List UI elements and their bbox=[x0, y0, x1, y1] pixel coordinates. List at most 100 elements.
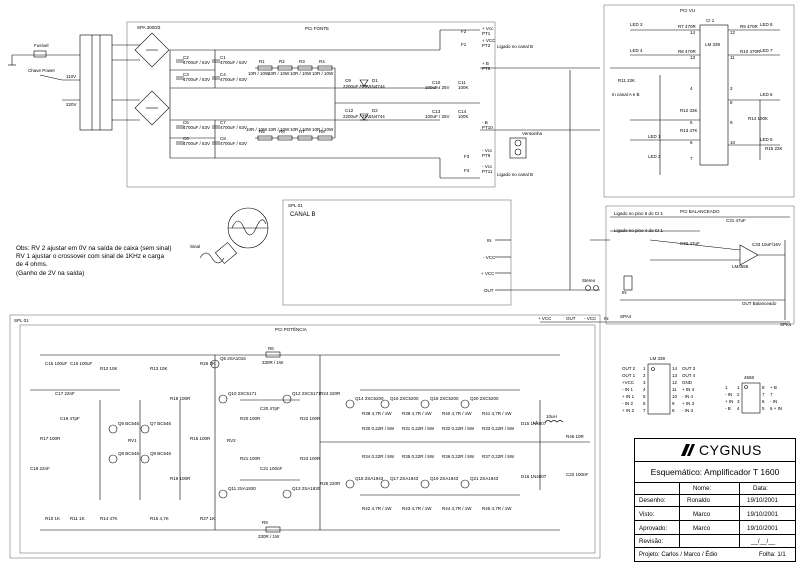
component-label: R21 100R bbox=[240, 456, 261, 461]
r1-label: R1 bbox=[259, 59, 265, 64]
lm339-right-pin-number: 11 bbox=[672, 387, 677, 392]
pa-r6-value: 330R / 1W bbox=[262, 360, 284, 365]
op4558-left-pin-number: 4 bbox=[737, 406, 740, 411]
f3-label: F3 bbox=[464, 154, 470, 159]
op4558-title: 4558 bbox=[744, 375, 755, 380]
pa-l1-value: 10uH bbox=[546, 414, 557, 419]
v110-label: 110V bbox=[66, 74, 76, 79]
op4558-right-pin-number: 6 bbox=[762, 399, 765, 404]
op4558-right-pin-label: - IN bbox=[770, 399, 777, 404]
transistor-icon bbox=[108, 424, 118, 434]
pt2-label: PT2 bbox=[482, 43, 491, 48]
spa4-label: SPA4 bbox=[620, 314, 632, 319]
ligado-canal-b-top: Ligado no canal B bbox=[497, 44, 533, 49]
c4-value: 4700uF / 63V bbox=[220, 77, 247, 82]
spl01-bottom-label: SPL 01 bbox=[14, 318, 29, 323]
balanced-in-label: IN bbox=[622, 290, 627, 295]
vu-pin-8: 8 bbox=[730, 100, 733, 105]
desenho-label: Desenho: bbox=[639, 497, 666, 504]
pa-l1: L1 bbox=[533, 420, 539, 425]
power-amp-circuit bbox=[30, 351, 590, 533]
title-block: CYGNUS Esquemático: Amplificador T 1600 … bbox=[634, 438, 796, 562]
fan-icon bbox=[509, 137, 527, 159]
component-label: C19 47pF bbox=[60, 416, 80, 421]
balanced-circuit bbox=[610, 216, 790, 320]
pci-vu-label: PCI VU bbox=[680, 8, 695, 13]
vu-led-7: LED 7 bbox=[760, 48, 773, 53]
ligado-pino6: Ligado no pino 6 do CI 1 bbox=[614, 211, 664, 216]
cygnus-logo-icon bbox=[681, 444, 695, 456]
component-label: R18 100R bbox=[170, 396, 191, 401]
c5-value: 4700uF / 63V bbox=[183, 125, 210, 130]
lm339-left-pin-number: 1 bbox=[643, 366, 646, 371]
revisao-data: __/__/__ bbox=[751, 538, 776, 545]
r8-value: 10R / 10W bbox=[312, 127, 334, 132]
vu-in-canal-ab: In canal A e B bbox=[612, 92, 640, 97]
op4558-left-pin-number: 1 bbox=[737, 385, 740, 390]
lm339-left-pin-number: 7 bbox=[643, 408, 646, 413]
component-label: R22 100R bbox=[300, 416, 321, 421]
pt9-label: PT9 bbox=[482, 153, 491, 158]
aprovado-label: Aprovado: bbox=[639, 525, 668, 532]
lm339-right-pin-label: + IN 4 bbox=[682, 387, 695, 392]
vu-r13: R13 47K bbox=[680, 128, 698, 133]
lm339-left-pin-number: 4 bbox=[643, 387, 646, 392]
vu-led-2: LED 2 bbox=[648, 154, 661, 159]
lm339-left-pin-number: 6 bbox=[643, 401, 646, 406]
r5-value: 10R / 10W bbox=[246, 127, 268, 132]
emitter-resistor-label: R30 0,22R / 5W bbox=[362, 426, 395, 431]
transistor-icon bbox=[210, 359, 220, 369]
stereo-label: Stereo bbox=[582, 278, 596, 283]
op4558-right-pin-number: 7 bbox=[762, 392, 765, 397]
c13-value: 100uF / 25V bbox=[425, 114, 450, 119]
op4558-left-pin-label: - IN bbox=[725, 392, 732, 397]
c5-label: C5 bbox=[183, 120, 189, 125]
lm339-right-pin-number: 12 bbox=[672, 380, 678, 385]
vu-r8: R8 470R bbox=[678, 49, 697, 54]
vu-led-5: LED 5 bbox=[760, 137, 773, 142]
emitter-resistor-label: R31 0,22R / 5W bbox=[402, 426, 435, 431]
c11-value: 100K bbox=[458, 85, 469, 90]
vu-pin-9: 9 bbox=[730, 120, 733, 125]
transistor-label: Q10 2SC5171 bbox=[228, 391, 257, 396]
lm339-left-pin-number: 5 bbox=[643, 394, 646, 399]
c9-value: 2200uF / 25V bbox=[343, 84, 370, 89]
component-label: R12 10K bbox=[100, 366, 118, 371]
canal-b-in: IN bbox=[487, 238, 492, 243]
out-balanceado-label: OUT Balanceado bbox=[742, 301, 777, 306]
r2-label: R2 bbox=[279, 59, 285, 64]
spa-label: SPA 3000/3 bbox=[137, 25, 161, 30]
emitter-resistor-label: R37 0,22R / 5W bbox=[482, 454, 515, 459]
vu-pin-13: 13 bbox=[690, 55, 696, 60]
bus-out: OUT bbox=[566, 316, 576, 321]
transistor-icon bbox=[420, 479, 430, 489]
pci-potencia-outline bbox=[19, 324, 596, 554]
folha-label: Folha: 1/1 bbox=[759, 552, 786, 558]
base-resistor-label: R38 4,7R / 1W bbox=[362, 411, 392, 416]
v220-label: 220V bbox=[66, 102, 77, 107]
stereo-switch-icon[interactable] bbox=[585, 285, 599, 291]
canal-b-vcc-minus: - VCC bbox=[483, 255, 496, 260]
bus-in: IN bbox=[604, 316, 609, 321]
transistor-icon bbox=[140, 424, 150, 434]
desenho-nome: Ronaldo bbox=[687, 497, 711, 504]
lm339-right-pin-number: 14 bbox=[672, 366, 678, 371]
component-label: C15 100uF bbox=[45, 361, 68, 366]
pci-fonte-outline bbox=[126, 21, 496, 188]
component-label: C20 47pF bbox=[260, 406, 280, 411]
lm339-right-pin-number: 10 bbox=[672, 394, 678, 399]
component-label: R20 100R bbox=[240, 416, 261, 421]
transistor-icon bbox=[380, 479, 390, 489]
pci-balanceado-label: PCI BALANCEADO bbox=[680, 209, 720, 214]
r6-label: R6 bbox=[279, 129, 285, 134]
lm339-left-pin-label: + IN 2 bbox=[622, 408, 635, 413]
vu-pin-7: 7 bbox=[690, 156, 693, 161]
transistor-label: Q19 2SA1943 bbox=[430, 476, 459, 481]
r5-label: R5 bbox=[259, 129, 265, 134]
component-label: C18 22nF bbox=[30, 466, 50, 471]
emitter-resistor-label: R32 0,22R / 5W bbox=[442, 426, 475, 431]
balanced-c32: C32 47uF bbox=[680, 241, 700, 246]
op4558-right-pin-label: 6 + IN bbox=[770, 406, 782, 411]
